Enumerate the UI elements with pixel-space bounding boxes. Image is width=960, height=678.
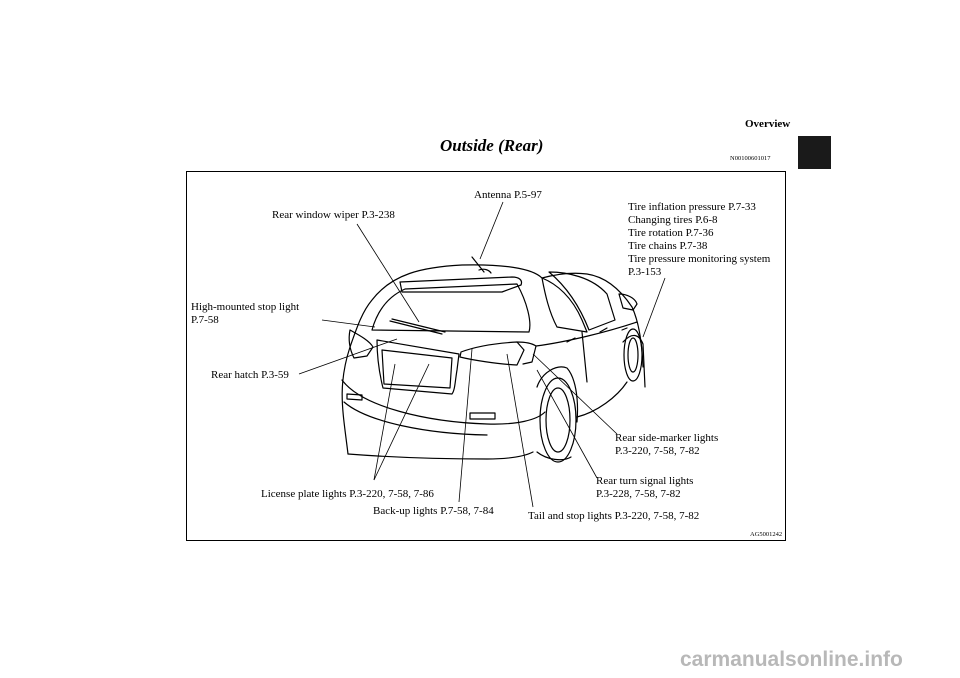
turn-signal-line-1: Rear turn signal lights	[596, 475, 694, 487]
label-high-mounted-stop-light: High-mounted stop light P.7-58	[191, 301, 299, 327]
figure-code: AG5001242	[750, 531, 783, 538]
chapter-tab	[798, 136, 831, 169]
tire-line-3: Tire rotation P.7-36	[628, 227, 714, 239]
tire-line-5: Tire pressure monitoring system	[628, 253, 771, 265]
turn-signal-line-2: P.3-228, 7-58, 7-82	[596, 488, 681, 500]
label-antenna: Antenna P.5-97	[474, 189, 542, 201]
figure-frame: Antenna P.5-97 Rear window wiper P.3-238…	[186, 171, 786, 541]
side-marker-line-2: P.3-220, 7-58, 7-82	[615, 445, 700, 457]
side-marker-line-1: Rear side-marker lights	[615, 432, 719, 444]
label-tire-info: Tire inflation pressure P.7-33 Changing …	[628, 201, 770, 279]
label-rear-turn-signal-lights: Rear turn signal lights P.3-228, 7-58, 7…	[596, 475, 693, 501]
tire-line-1: Tire inflation pressure P.7-33	[628, 201, 756, 213]
car-rear-illustration	[298, 201, 666, 508]
tire-line-6: P.3-153	[628, 266, 662, 278]
tire-line-4: Tire chains P.7-38	[628, 240, 708, 252]
watermark-text: carmanualsonline.info	[680, 648, 903, 671]
document-code: N00100601017	[730, 155, 771, 162]
label-license-plate-lights: License plate lights P.3-220, 7-58, 7-86	[261, 488, 434, 500]
stop-light-line-1: High-mounted stop light	[191, 301, 300, 313]
stop-light-line-2: P.7-58	[191, 314, 219, 326]
tire-line-2: Changing tires P.6-8	[628, 214, 718, 226]
label-rear-hatch: Rear hatch P.3-59	[211, 369, 289, 381]
page-title: Outside (Rear)	[440, 136, 544, 155]
label-back-up-lights: Back-up lights P.7-58, 7-84	[373, 505, 494, 517]
section-header: Overview	[745, 118, 791, 130]
label-rear-side-marker-lights: Rear side-marker lights P.3-220, 7-58, 7…	[615, 432, 718, 458]
label-tail-and-stop-lights: Tail and stop lights P.3-220, 7-58, 7-82	[528, 510, 700, 522]
label-rear-window-wiper: Rear window wiper P.3-238	[272, 209, 395, 221]
